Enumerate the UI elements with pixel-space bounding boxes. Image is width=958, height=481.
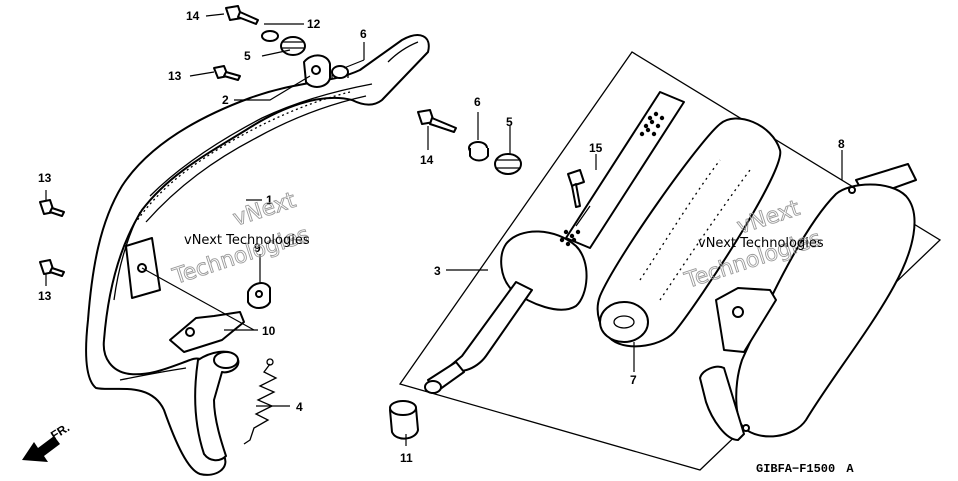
muffler-body [699, 163, 917, 441]
callout-6-upper: 6 [360, 27, 367, 41]
exhaust-spring [243, 358, 278, 445]
watermark-left: vNext Technologies vNext Technologies [169, 188, 313, 291]
washer [261, 30, 279, 42]
collar-6-lower [468, 141, 489, 162]
front-arrow-icon [22, 436, 60, 462]
silencer-group-outline [398, 51, 942, 471]
front-direction-indicator: FR. [22, 420, 72, 462]
rubber-mount-upper [280, 36, 306, 56]
callout-15: 15 [589, 141, 603, 155]
diagram-code: GIBFA−F1500 A [756, 462, 854, 476]
callout-7: 7 [630, 373, 637, 387]
diagram-code-suffix: A [846, 462, 854, 476]
callout-labels: 14 12 5 6 13 2 1 13 13 9 10 4 14 6 5 15 … [38, 9, 845, 465]
callout-14-upper: 14 [186, 9, 200, 23]
expansion-chamber [85, 34, 430, 476]
silencer-packing [596, 117, 782, 348]
callout-13-left-a: 13 [38, 171, 52, 185]
callout-5-upper: 5 [244, 49, 251, 63]
collar-upper [331, 65, 349, 79]
watermark-text-left: vNext Technologies [184, 233, 310, 248]
screw-15 [567, 169, 585, 208]
callout-13-left-b: 13 [38, 289, 52, 303]
bolt-upper [225, 5, 259, 25]
callout-2: 2 [222, 93, 229, 107]
bolt-13-upper [213, 65, 241, 81]
callout-6-lower: 6 [474, 95, 481, 109]
watermark-text-right: vNext Technologies [698, 236, 824, 251]
callout-9: 9 [254, 241, 261, 255]
leader-lines [45, 13, 843, 446]
bolt-14-lower [417, 109, 457, 133]
callout-13-upper: 13 [168, 69, 182, 83]
callout-3: 3 [434, 264, 441, 278]
callout-10: 10 [262, 324, 276, 338]
callout-12: 12 [307, 17, 321, 31]
silencer-inner-pipe [424, 91, 685, 394]
callout-4: 4 [296, 400, 303, 414]
callout-5-lower: 5 [506, 115, 513, 129]
bolt-13-left-b [39, 259, 65, 277]
diagram-code-main: GIBFA−F1500 [756, 462, 835, 476]
rubber-mount-lower [494, 153, 522, 175]
rubber-damper [247, 282, 271, 309]
upper-bracket [303, 54, 331, 88]
exhaust-stay [169, 311, 245, 353]
callout-1: 1 [266, 193, 273, 207]
watermark-outline-vnext-left: vNext [230, 188, 299, 232]
callout-14-lower: 14 [420, 153, 434, 167]
collar-11 [389, 400, 419, 440]
bolt-13-left-a [39, 199, 65, 217]
callout-8: 8 [838, 137, 845, 151]
callout-11: 11 [400, 451, 413, 465]
